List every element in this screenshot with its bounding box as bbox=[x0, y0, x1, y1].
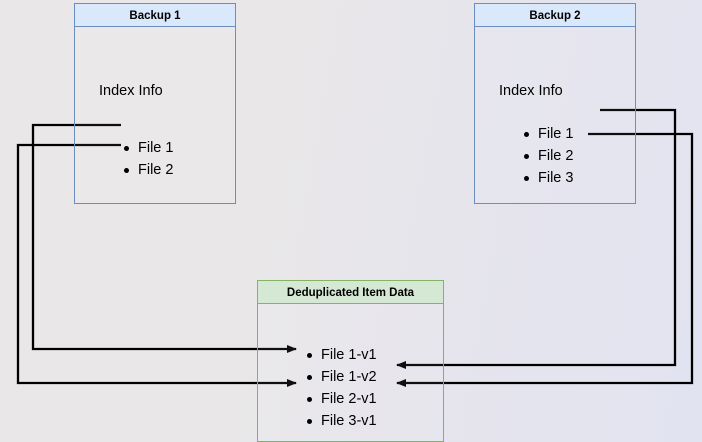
node-backup1-file-list: File 1 File 2 bbox=[121, 137, 173, 181]
node-backup1-index-label: Index Info bbox=[99, 83, 163, 99]
node-backup2-file-list: File 1 File 2 File 3 bbox=[521, 123, 573, 189]
node-backup2-index-label: Index Info bbox=[499, 83, 563, 99]
node-backup1-title: Backup 1 bbox=[74, 3, 236, 27]
node-dedup-file-list: File 1-v1 File 1-v2 File 2-v1 File 3-v1 bbox=[304, 344, 377, 432]
node-backup2[interactable]: Backup 2 Index Info File 1 File 2 File 3 bbox=[474, 3, 636, 204]
node-backup1[interactable]: Backup 1 Index Info File 1 File 2 bbox=[74, 3, 236, 204]
list-item: File 2-v1 bbox=[304, 388, 377, 410]
list-item: File 1 bbox=[521, 123, 573, 145]
node-backup1-body: Index Info File 1 File 2 bbox=[74, 27, 236, 204]
list-item: File 2 bbox=[521, 145, 573, 167]
node-dedup-title: Deduplicated Item Data bbox=[257, 280, 444, 304]
list-item: File 1-v2 bbox=[304, 366, 377, 388]
list-item: File 3-v1 bbox=[304, 410, 377, 432]
list-item: File 2 bbox=[121, 159, 173, 181]
list-item: File 1-v1 bbox=[304, 344, 377, 366]
node-deduplicated-item-data[interactable]: Deduplicated Item Data File 1-v1 File 1-… bbox=[257, 280, 444, 442]
node-backup2-body: Index Info File 1 File 2 File 3 bbox=[474, 27, 636, 204]
node-backup2-title: Backup 2 bbox=[474, 3, 636, 27]
node-dedup-body: File 1-v1 File 1-v2 File 2-v1 File 3-v1 bbox=[257, 304, 444, 442]
list-item: File 3 bbox=[521, 167, 573, 189]
list-item: File 1 bbox=[121, 137, 173, 159]
